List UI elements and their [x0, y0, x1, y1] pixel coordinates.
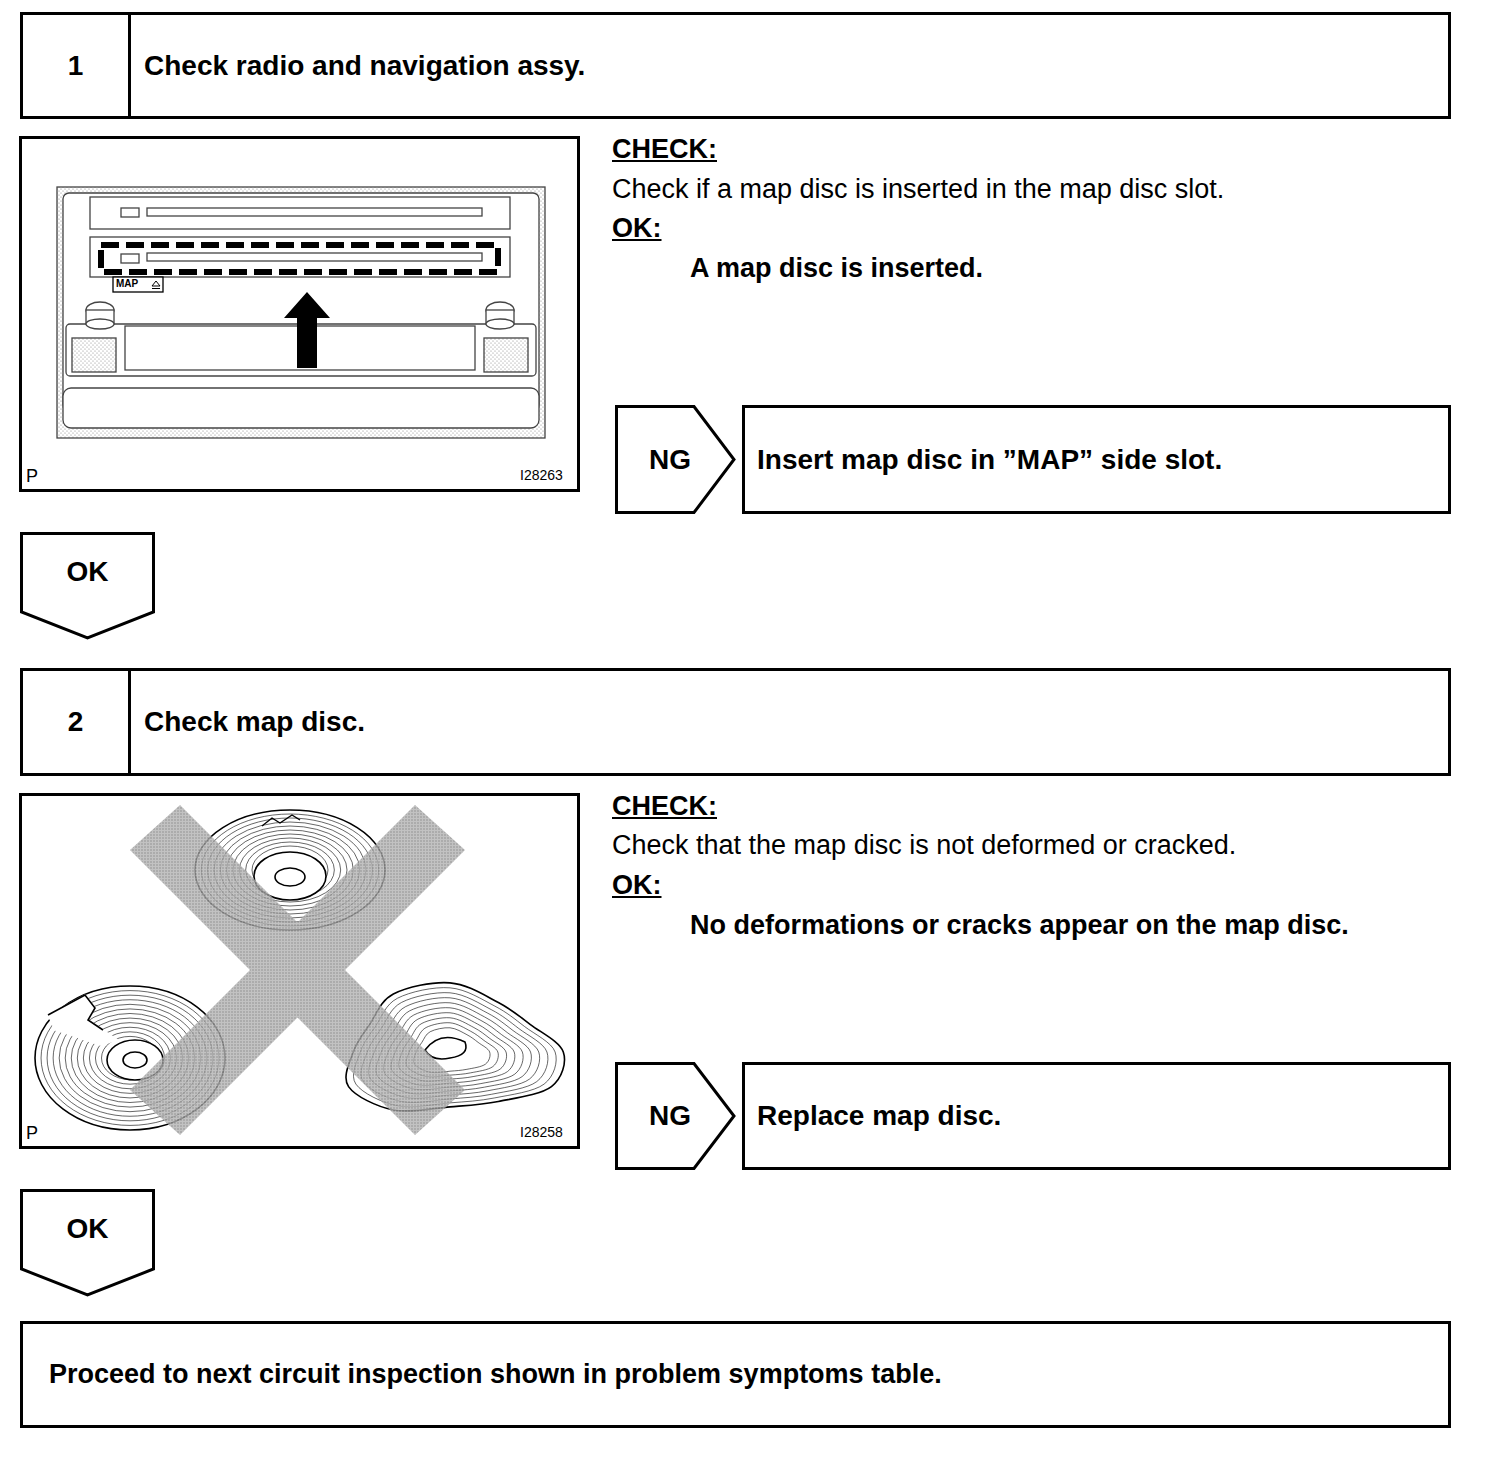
figure-number: I28258 — [520, 1124, 563, 1141]
step-title: Check radio and navigation assy. — [131, 49, 585, 83]
ok-criterion: A map disc is inserted. — [690, 252, 983, 284]
action-box: Replace map disc. — [742, 1062, 1451, 1170]
illustration-frame — [21, 795, 579, 1148]
illustration-frame — [21, 138, 579, 491]
action-box: Insert map disc in ”MAP” side slot. — [742, 405, 1451, 514]
figure-mark: P — [26, 466, 38, 488]
pointer-arrow — [284, 292, 330, 368]
check-text: Check if a map disc is inserted in the m… — [612, 173, 1224, 205]
result-label: NG — [615, 1099, 725, 1133]
conclusion-box: Proceed to next circuit inspection shown… — [20, 1321, 1451, 1428]
figure-number: I28263 — [520, 467, 563, 484]
radio-navigation-unit — [57, 187, 545, 438]
ok-marker: OK — [20, 1189, 155, 1297]
prohibition-cross — [130, 805, 465, 1135]
check-heading: CHECK: — [612, 790, 717, 822]
ok-criterion: No deformations or cracks appear on the … — [690, 909, 1349, 941]
result-label: NG — [615, 443, 725, 477]
action-text: Replace map disc. — [745, 1099, 1001, 1133]
ok-heading: OK: — [612, 869, 662, 901]
result-label: OK — [20, 532, 155, 589]
check-heading: CHECK: — [612, 133, 717, 165]
step-title: Check map disc. — [131, 705, 365, 739]
step-header: 2Check map disc. — [20, 668, 1451, 776]
step-number: 2 — [23, 671, 131, 773]
action-text: Insert map disc in ”MAP” side slot. — [745, 443, 1222, 477]
step-header: 1Check radio and navigation assy. — [20, 12, 1451, 119]
ok-heading: OK: — [612, 212, 662, 244]
ok-marker: OK — [20, 532, 155, 640]
ng-marker: NG — [615, 405, 736, 514]
result-label: OK — [20, 1189, 155, 1246]
step-number: 1 — [23, 15, 131, 116]
figure-mark: P — [26, 1123, 38, 1145]
check-text: Check that the map disc is not deformed … — [612, 829, 1236, 861]
button-label: MAP — [116, 278, 138, 290]
action-text: Proceed to next circuit inspection shown… — [23, 1358, 942, 1390]
highlight-outline — [101, 245, 498, 272]
ng-marker: NG — [615, 1062, 736, 1170]
